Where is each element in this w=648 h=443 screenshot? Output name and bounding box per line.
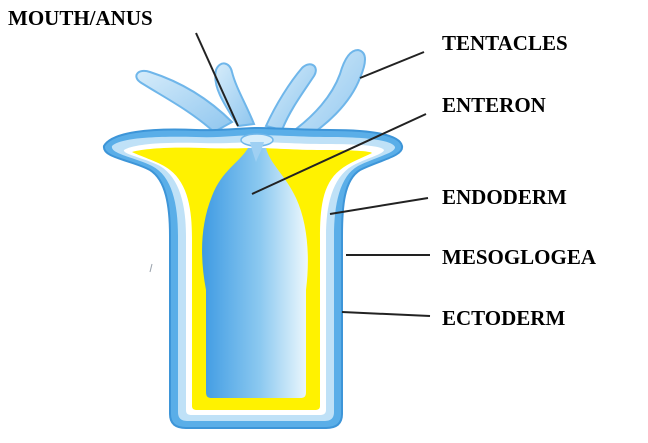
leader-tentacles	[360, 52, 424, 78]
label-ectoderm: ECTODERM	[442, 308, 565, 329]
label-endoderm: ENDODERM	[442, 187, 567, 208]
stray-mark	[150, 264, 152, 272]
tentacle-right	[292, 50, 365, 142]
label-mesoglogea: MESOGLOGEA	[442, 247, 596, 268]
leader-ectoderm	[342, 312, 430, 316]
label-mouth-anus: MOUTH/ANUS	[8, 8, 153, 29]
label-tentacles: TENTACLES	[442, 33, 568, 54]
label-enteron: ENTERON	[442, 95, 546, 116]
